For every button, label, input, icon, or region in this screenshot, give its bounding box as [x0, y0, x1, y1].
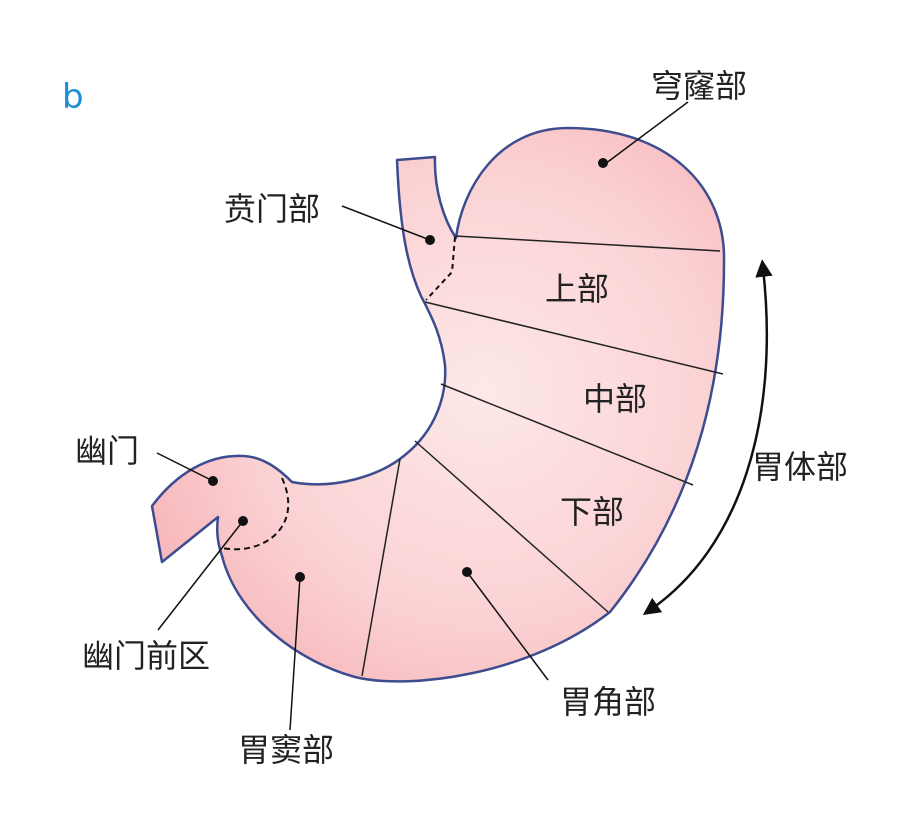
- division-line-fundus-upper: [454, 235, 721, 252]
- leader-line-pre-pyloric: [157, 520, 244, 631]
- label-body: 胃体部: [752, 448, 848, 486]
- leader-line-cardia: [341, 205, 431, 241]
- label-upper: 上部: [545, 270, 609, 308]
- label-cardia: 贲门部: [224, 190, 320, 228]
- antrum-marker-dot: [295, 572, 305, 582]
- leader-line-antrum: [289, 576, 301, 731]
- division-line-angle-upper: [414, 440, 609, 613]
- label-lower: 下部: [560, 493, 624, 531]
- pre-pyloric-marker-dot: [238, 516, 248, 526]
- panel-label: b: [62, 77, 84, 117]
- label-pre-pyloric: 幽门前区: [82, 637, 210, 675]
- label-fundus: 穹窿部: [651, 67, 747, 105]
- angle-marker-dot: [462, 567, 472, 577]
- cardia-dashed-boundary: [425, 236, 456, 301]
- fundus-marker-dot: [598, 158, 608, 168]
- label-angle: 胃角部: [560, 683, 656, 721]
- body-range-arrow: [642, 259, 773, 615]
- division-line-antrum-angle: [361, 458, 401, 677]
- leader-line-pylorus: [156, 452, 214, 482]
- pylorus-dashed-boundary: [221, 477, 290, 551]
- label-middle: 中部: [583, 380, 647, 418]
- leader-line-angle: [466, 571, 549, 681]
- leader-line-fundus: [604, 101, 689, 165]
- label-antrum: 胃窦部: [238, 731, 334, 769]
- pylorus-marker-dot: [208, 476, 218, 486]
- stomach-outline: [150, 126, 726, 683]
- label-pylorus: 幽门: [75, 432, 139, 470]
- cardia-marker-dot: [425, 235, 435, 245]
